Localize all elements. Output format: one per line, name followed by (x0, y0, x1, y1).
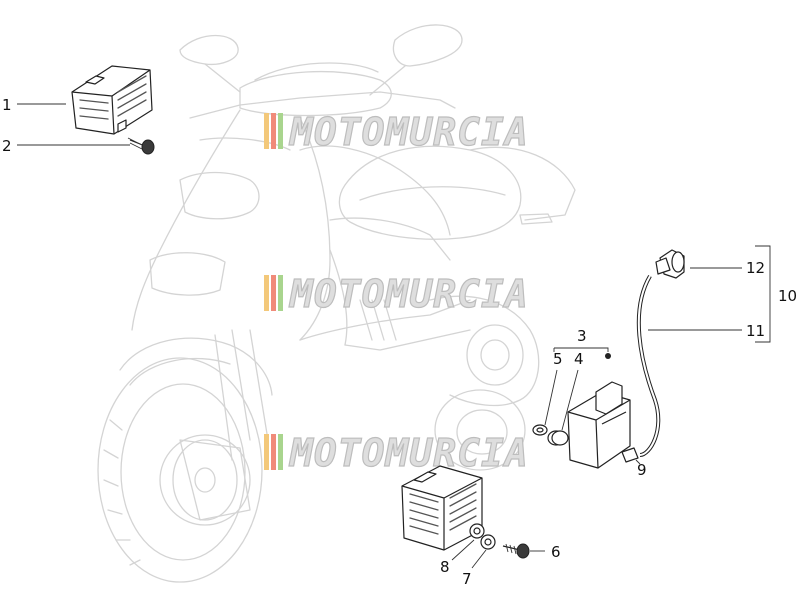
watermark-stripe (278, 434, 283, 470)
callout-8: 8 (440, 558, 450, 576)
part-ignition-coil (567, 381, 631, 469)
callout-3: 3 (577, 327, 587, 345)
watermark-stripe (278, 113, 283, 149)
callout-1: 1 (2, 96, 12, 114)
watermark-bottom: MOTOMURCIA (264, 430, 529, 476)
part-spark-plug-cap (655, 249, 685, 279)
part-washer-7 (480, 534, 496, 550)
part-voltage-regulator-top (71, 65, 153, 135)
callout-9: 9 (637, 461, 647, 479)
watermark-stripe (264, 434, 269, 470)
callout-5: 5 (553, 350, 563, 368)
part-screw-2 (127, 137, 155, 155)
watermark-stripe (264, 113, 269, 149)
part-bushing-4 (547, 430, 569, 446)
watermark-stripe (264, 275, 269, 311)
watermark-text: MOTOMURCIA (288, 431, 529, 475)
part-ht-cable (636, 274, 661, 457)
part-washer-5 (532, 424, 548, 436)
callout-7: 7 (462, 570, 472, 588)
callout-2: 2 (2, 137, 12, 155)
leader-5 (544, 369, 558, 426)
part-bolt-6 (502, 543, 530, 559)
watermark-text: MOTOMURCIA (288, 272, 529, 316)
scooter-ghost-outline (97, 24, 576, 583)
callout-labels: 1 2 3 5 4 12 11 10 9 6 8 7 (2, 96, 797, 588)
callout-11: 11 (746, 322, 765, 340)
callout-6: 6 (551, 543, 561, 561)
leader-3-dot (605, 353, 611, 359)
part-washer-8 (469, 523, 485, 539)
callout-4: 4 (574, 350, 584, 368)
watermark-text: MOTOMURCIA (288, 110, 529, 154)
watermark-stripe (271, 113, 276, 149)
leader-9 (635, 459, 641, 465)
callout-12: 12 (746, 259, 765, 277)
watermark-middle: MOTOMURCIA (264, 271, 529, 317)
leader-7 (471, 549, 487, 569)
leader-3-bracket (554, 347, 609, 352)
watermark-stripe (271, 275, 276, 311)
watermark-stripe (278, 275, 283, 311)
leader-8 (451, 539, 475, 561)
leader-4 (561, 369, 579, 431)
leader-lines (17, 103, 771, 569)
leader-10-bracket (755, 245, 771, 343)
watermark-top: MOTOMURCIA (264, 109, 529, 155)
part-voltage-regulator-bottom (401, 465, 483, 551)
watermark-stripe (271, 434, 276, 470)
callout-10: 10 (778, 287, 797, 305)
part-cable-terminal-9 (621, 447, 639, 463)
